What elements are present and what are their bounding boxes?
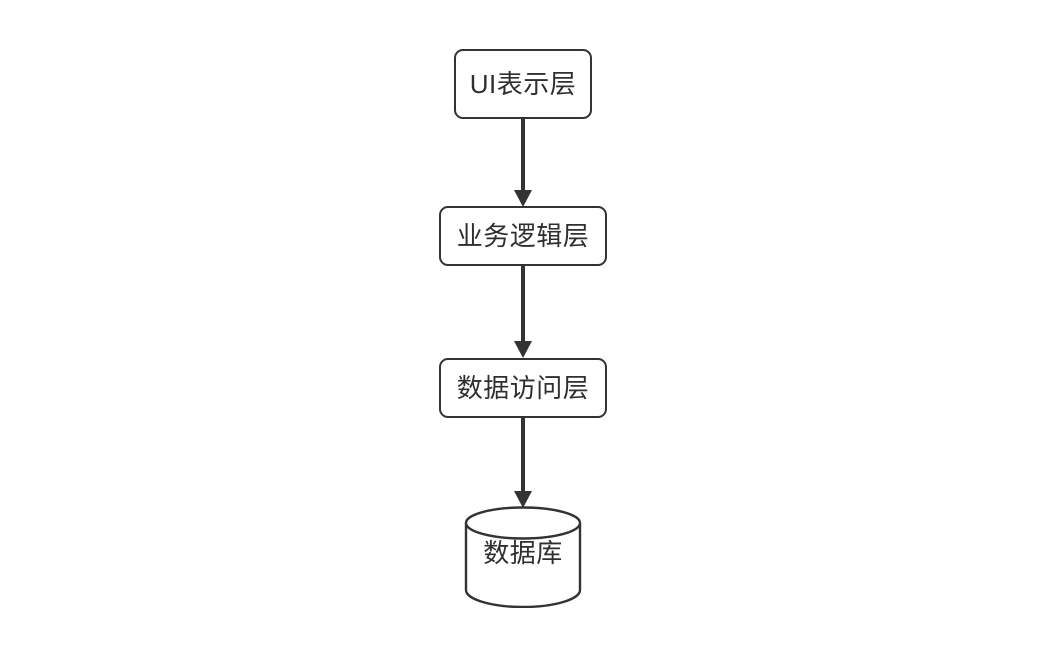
arrow-down-icon <box>514 265 532 358</box>
node-label: UI表示层 <box>469 69 577 99</box>
node-business-logic-layer[interactable]: 业务逻辑层 <box>439 206 607 266</box>
node-data-access-layer[interactable]: 数据访问层 <box>439 358 607 418</box>
arrow-down-icon <box>514 118 532 207</box>
node-label: 业务逻辑层 <box>456 221 590 251</box>
node-database-label: 数据库 <box>464 540 582 566</box>
edge-data-access-to-database <box>513 417 533 509</box>
edge-logic-to-data-access <box>513 265 533 359</box>
node-database[interactable] <box>464 506 582 608</box>
arrow-down-icon <box>514 417 532 508</box>
node-ui-presentation-layer[interactable]: UI表示层 <box>454 49 592 119</box>
node-label: 数据访问层 <box>456 373 590 403</box>
node-label: 数据库 <box>483 538 563 568</box>
edge-ui-to-logic <box>513 118 533 208</box>
database-cylinder-icon <box>464 506 582 608</box>
